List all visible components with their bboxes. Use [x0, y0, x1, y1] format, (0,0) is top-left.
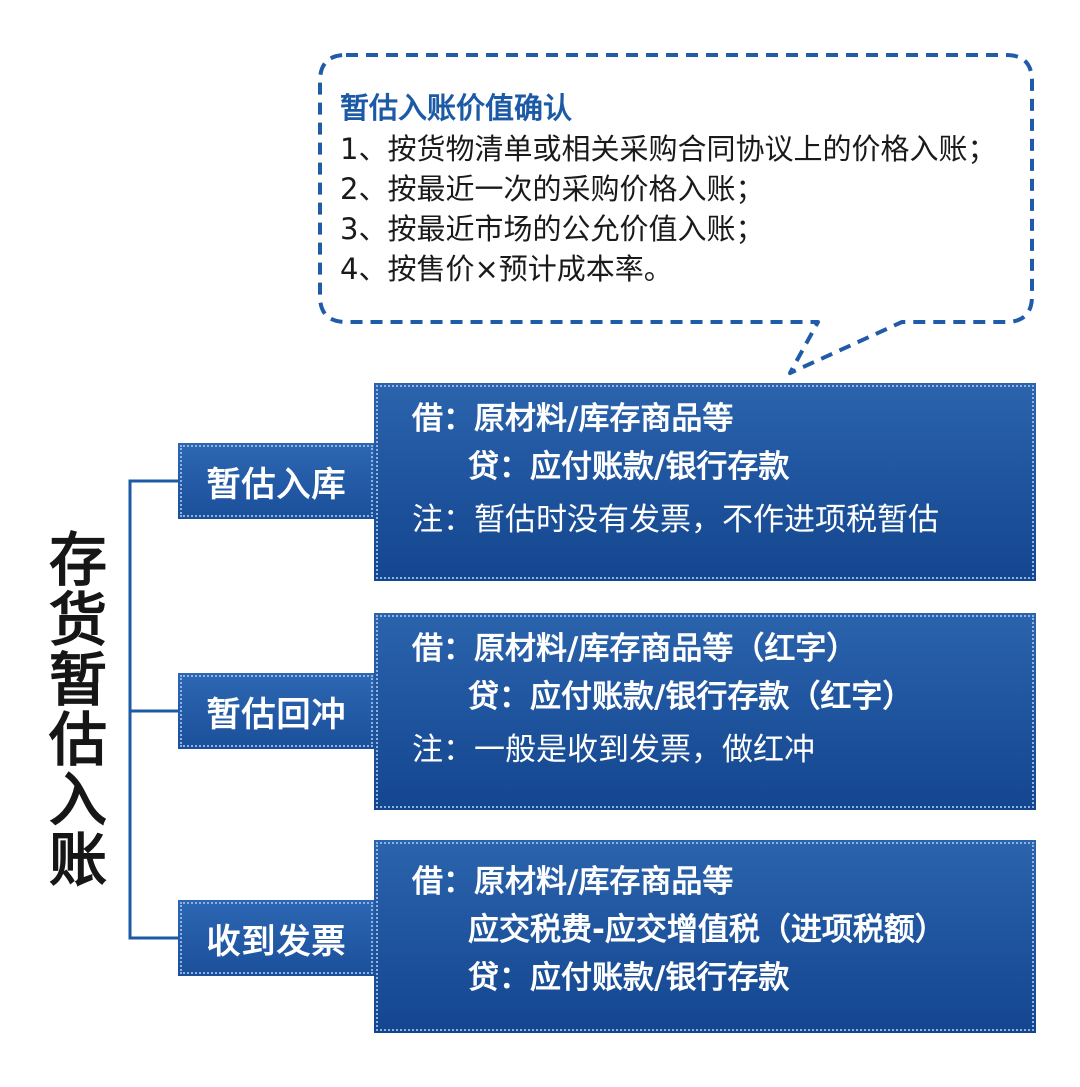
main-title-char-3: 暂 [48, 646, 107, 714]
main-title-char-1: 存 [48, 526, 107, 594]
entry-credit: 贷：应付账款/银行存款 [468, 449, 790, 485]
main-title-char-2: 货 [48, 586, 107, 654]
main-title-char-5: 入 [48, 766, 107, 834]
entry-debit: 借：原材料/库存商品等 [412, 401, 734, 437]
main-title-char-4: 估 [48, 706, 107, 774]
entry-debit: 借：原材料/库存商品等（红字） [412, 631, 858, 667]
branch-label-temporary-reversal: 暂估回冲 [178, 673, 375, 749]
entry-box-temporary-inbound: 借：原材料/库存商品等 贷：应付账款/银行存款 注：暂估时没有发票，不作进项税暂… [374, 383, 1036, 581]
main-title: 存 货 暂 估 入 账 [40, 530, 116, 890]
callout-line-1: 1、按货物清单或相关采购合同协议上的价格入账； [340, 132, 997, 166]
main-title-char-6: 账 [48, 826, 107, 894]
callout-bubble [318, 53, 1034, 375]
callout-line-3: 3、按最近市场的公允价值入账； [340, 212, 765, 246]
branch-label-invoice-received: 收到发票 [178, 900, 375, 976]
branch-label-temporary-inbound: 暂估入库 [178, 443, 375, 519]
callout-content: 暂估入账价值确认 1、按货物清单或相关采购合同协议上的价格入账； 2、按最近一次… [340, 90, 1040, 289]
callout-title: 暂估入账价值确认 [340, 91, 573, 125]
entry-credit: 贷：应付账款/银行存款 [468, 960, 790, 996]
entry-note: 注：一般是收到发票，做红冲 [412, 732, 815, 768]
entry-box-temporary-reversal: 借：原材料/库存商品等（红字） 贷：应付账款/银行存款（红字） 注：一般是收到发… [374, 613, 1036, 810]
entry-note: 注：暂估时没有发票，不作进项税暂估 [412, 502, 939, 538]
callout-line-4: 4、按售价×预计成本率。 [340, 252, 673, 286]
entry-box-invoice-received: 借：原材料/库存商品等 应交税费-应交增值税（进项税额） 贷：应付账款/银行存款 [374, 840, 1036, 1033]
entry-credit: 贷：应付账款/银行存款（红字） [468, 679, 914, 715]
callout-line-2: 2、按最近一次的采购价格入账； [340, 172, 765, 206]
entry-debit: 借：原材料/库存商品等 [412, 864, 734, 900]
entry-tax-line: 应交税费-应交增值税（进项税额） [468, 912, 946, 948]
